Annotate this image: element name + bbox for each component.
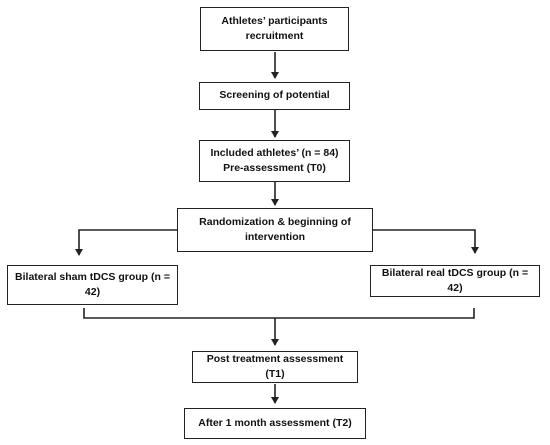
- randomization-box: Randomization & beginning of interventio…: [177, 208, 373, 252]
- branch-to-real: [373, 229, 479, 254]
- sham-group-text: Bilateral sham tDCS group (n = 42): [15, 270, 170, 298]
- randomization-text: Randomization & beginning of interventio…: [199, 215, 351, 243]
- merge-bracket: [83, 308, 475, 319]
- post-treatment-text: Post treatment assessment (T1): [206, 352, 344, 380]
- included-text: Included athletes’ (n = 84) Pre-assessme…: [210, 146, 339, 174]
- recruitment-box: Athletes’ participants recruitment: [200, 7, 349, 51]
- post-treatment-box: Post treatment assessment (T1): [192, 351, 358, 383]
- sham-group-box: Bilateral sham tDCS group (n = 42): [7, 265, 178, 305]
- branch-to-sham: [75, 229, 177, 256]
- screening-box: Screening of potential: [199, 82, 350, 110]
- screening-text: Screening of potential: [219, 89, 330, 102]
- real-group-text: Bilateral real tDCS group (n = 42): [381, 266, 529, 294]
- real-group-box: Bilateral real tDCS group (n = 42): [370, 265, 540, 297]
- recruitment-text: Athletes’ participants recruitment: [221, 14, 328, 42]
- follow-up-box: After 1 month assessment (T2): [184, 408, 366, 439]
- included-box: Included athletes’ (n = 84) Pre-assessme…: [199, 140, 350, 182]
- follow-up-text: After 1 month assessment (T2): [198, 416, 352, 429]
